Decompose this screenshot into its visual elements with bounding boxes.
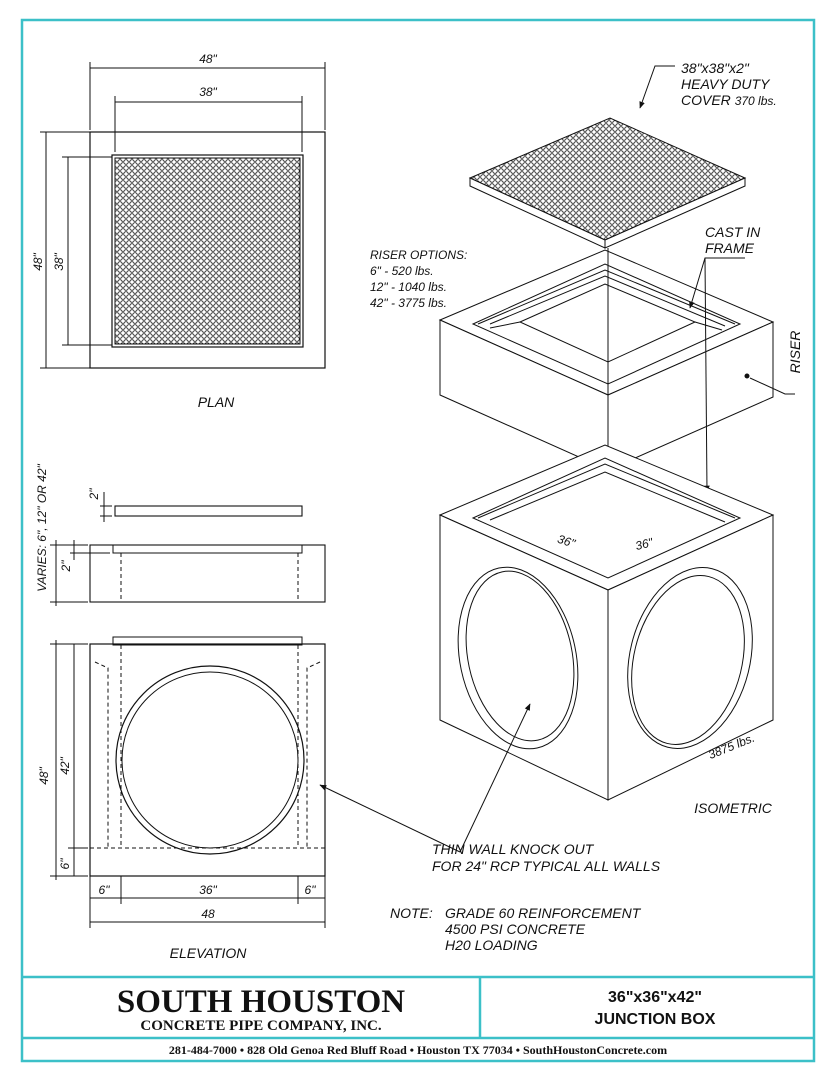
elev-wall-left-dim: 6" [99,883,111,897]
elevation-riser [50,492,326,606]
plan-inner-width: 38" [199,85,217,99]
knockout-leaders [319,703,531,853]
iso-inner-dim-left: 36" [556,532,578,551]
isometric-label: ISOMETRIC [694,800,773,816]
drawing-title-name: JUNCTION BOX [595,1011,716,1028]
note-line-2: 4500 PSI CONCRETE [445,921,586,937]
cast-in-frame-label-2: FRAME [705,240,755,256]
note-line-3: H20 LOADING [445,937,538,953]
iso-inner-dim-right: 36" [634,535,655,553]
note-prefix: NOTE: [390,905,433,921]
plan-label: PLAN [198,394,235,410]
riser-options-title: RISER OPTIONS: [370,248,467,262]
elev-base-dim: 6" [58,858,72,870]
elev-wall-right-dim: 6" [305,883,317,897]
elevation-label: ELEVATION [170,945,248,961]
varies-dim: VARIES: 6", 12" OR 42" [35,464,49,592]
plan-outer-width: 48" [199,52,217,66]
elev-height-inner: 42" [58,756,72,774]
company-subtitle: CONCRETE PIPE COMPANY, INC. [140,1018,382,1034]
elevation-box [50,636,326,928]
cast-in-frame-leaders [689,257,745,493]
iso-riser [438,249,775,471]
sheet-frame [20,18,816,1063]
cover-callout-main: COVER [681,92,731,108]
riser-leader [749,377,795,395]
drawing-title-size: 36"x36"x42" [608,989,702,1006]
elev-height-outer: 48" [37,766,51,784]
riser-option-1: 6" - 520 lbs. [370,264,434,278]
company-name: SOUTH HOUSTON [117,984,405,1020]
iso-cover [468,117,747,249]
cast-in-frame-label-1: CAST IN [705,224,761,240]
knockout-callout-line2: FOR 24" RCP TYPICAL ALL WALLS [432,858,661,874]
plan-outer-height: 48" [31,252,45,270]
cover-callout-line3: COVER 370 lbs. [681,92,777,108]
plan-view [40,62,326,369]
cover-callout-weight: 370 lbs. [735,94,777,108]
cover-callout-line1: 38"x38"x2" [681,60,750,76]
riser-option-2: 12" - 1040 lbs. [370,280,447,294]
footer-contact: 281-484-7000 • 828 Old Genoa Red Bluff R… [169,1043,667,1057]
elev-opening-dim: 36" [199,883,217,897]
elev-overall-dim: 48 [201,907,215,921]
cover-leader [639,65,675,109]
riser-label: RISER [787,331,803,374]
note-line-1: GRADE 60 REINFORCEMENT [445,905,642,921]
riser-lip-dim: 2" [59,560,73,573]
knockout-callout-line1: THIN WALL KNOCK OUT [432,841,595,857]
plan-inner-height: 38" [52,252,66,270]
cover-thickness-dim: 2" [87,488,101,501]
riser-option-3: 42" - 3775 lbs. [370,296,447,310]
iso-box [438,444,775,801]
cover-callout-line2: HEAVY DUTY [681,76,771,92]
